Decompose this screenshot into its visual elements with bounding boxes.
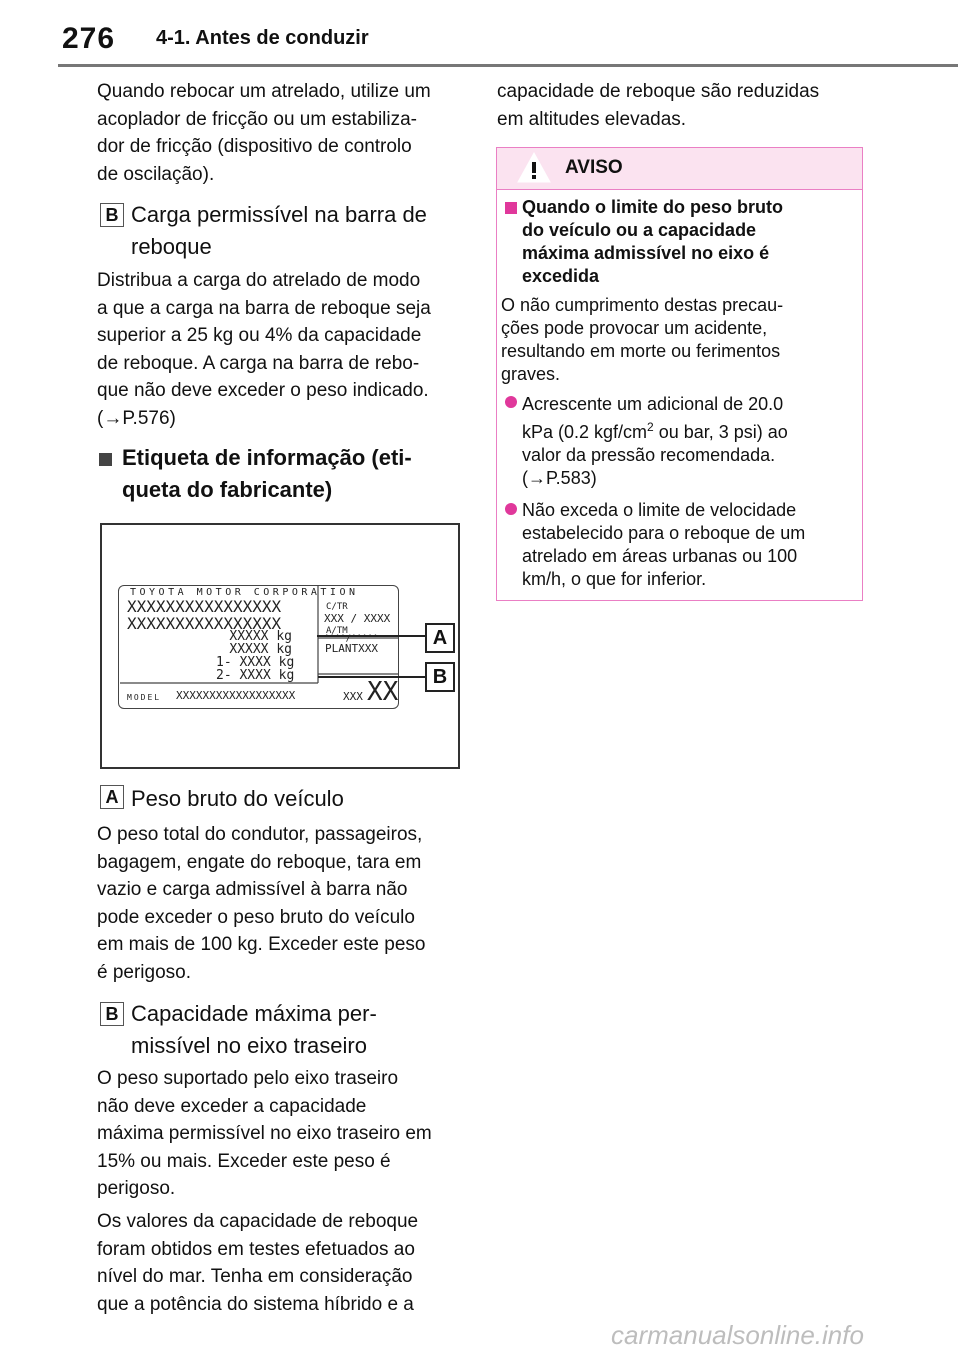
label-a-badge: A [100,785,124,809]
gross-weight-paragraph: O peso total do condutor, passageiros,ba… [97,824,426,983]
plate-ctr: C/TR [326,602,348,612]
watermark: carmanualsonline.info [611,1320,864,1350]
plate-model-value: XXXXXXXXXXXXXXXXXX [176,689,296,702]
plate-model-label: MODEL [127,693,162,702]
section-title: 4-1. Antes de conduzir [156,27,369,49]
plate-atm: A/TM [326,626,348,636]
label-plate [118,585,399,709]
callout-a: A [425,623,455,653]
warning-triangle-icon [517,151,551,183]
page-number: 276 [62,22,116,55]
warning-text: O não cumprimento destas precau-ções pod… [501,295,784,384]
warning-title: AVISO [565,157,623,178]
plate-ctr-value: XXX / XXXX [324,612,391,625]
label-b2-badge: B [100,1002,124,1026]
pink-square-bullet-icon [505,202,517,214]
callout-b: B [425,662,455,692]
manufacturer-label-figure [100,523,460,769]
label-heading: Etiqueta de informação (eti-queta do fab… [122,445,412,502]
warning-bullet-1: Acrescente um adicional de 20.0 kPa (0.2… [522,394,788,488]
plate-big-xx: XX [367,677,399,707]
label-b-badge: B [100,203,124,227]
plate-carets: ^^^^/^^^^^ [324,634,379,644]
warning-header [497,148,862,190]
plate-model-suffix: XXX [343,690,363,703]
gross-weight-title: Peso bruto do veículo [131,786,344,811]
plate-plant: PLANTXXX [325,642,378,655]
label-plate-lines [120,585,426,684]
header-divider [58,64,958,67]
plate-corp-name: TOYOTA MOTOR CORPORATION [130,587,359,598]
pink-dot-bullet-icon [505,396,517,408]
pink-dot-bullet-icon [505,503,517,515]
square-bullet-icon [99,453,112,466]
warning-box [496,147,863,601]
rear-axle-title: Capacidade máxima per-missível no eixo t… [131,1001,377,1058]
